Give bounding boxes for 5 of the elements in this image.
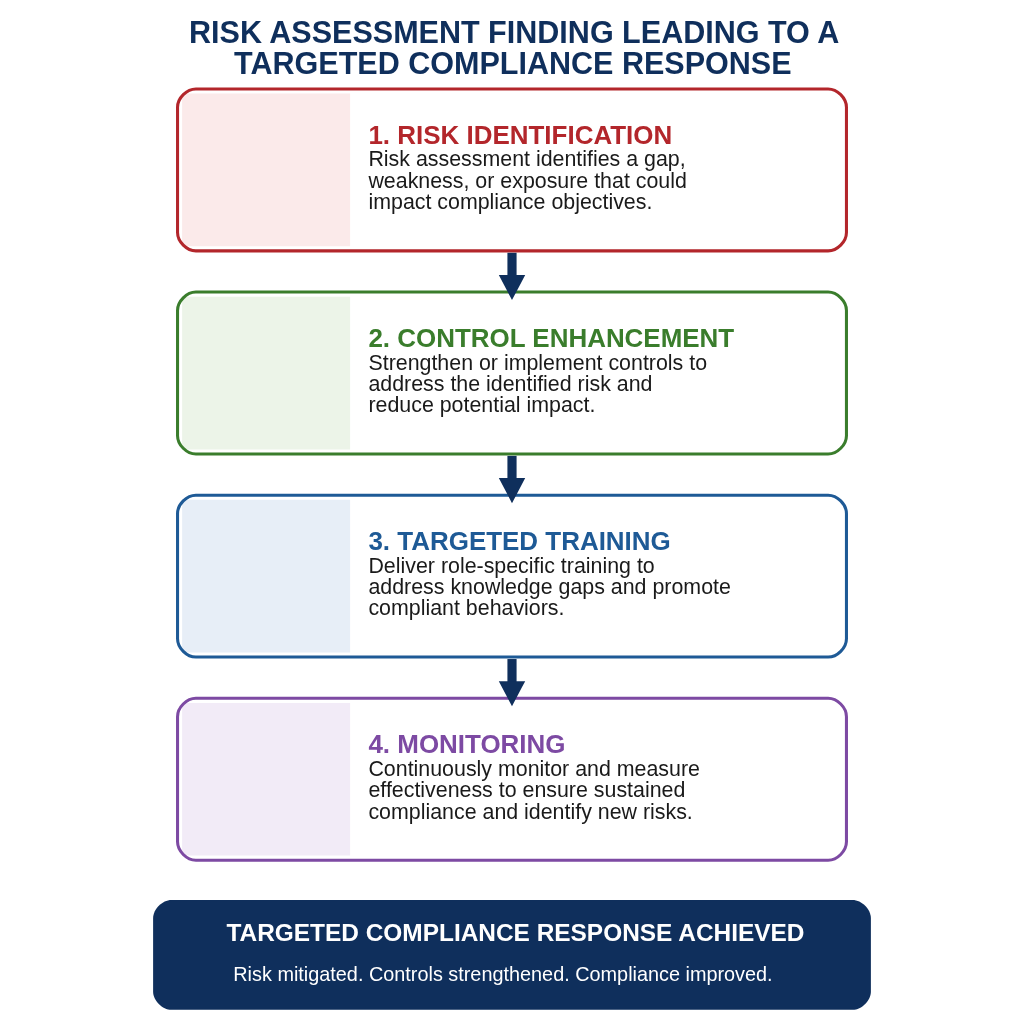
node-box: TARGETED COMPLIANCE RESPONSE ACHIEVED Risk mitigated. Controls strengthened. Compliance improved. — [153, 899, 871, 1010]
diagram-title: RISK ASSESSMENT FINDING LEADING TO A TARGETED COMPLIANCE RESPONSE — [189, 15, 840, 80]
arrow — [498, 455, 526, 504]
arrow — [498, 659, 526, 707]
arrow — [498, 252, 526, 301]
